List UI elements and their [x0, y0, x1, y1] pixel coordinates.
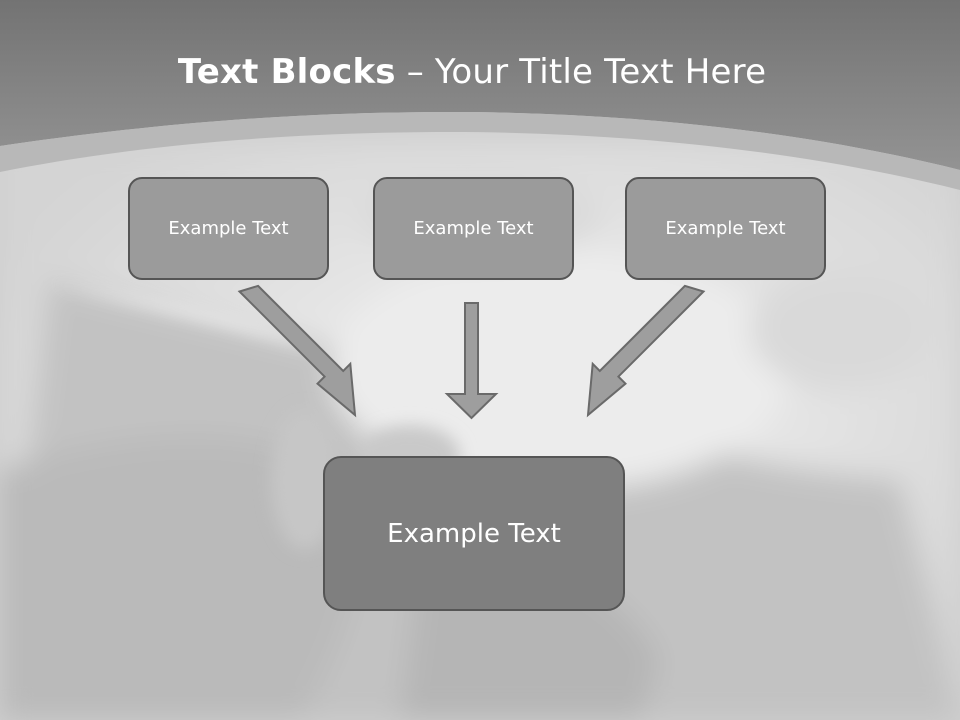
text-block-left[interactable]: Example Text: [128, 177, 329, 280]
text-block-bottom[interactable]: Example Text: [323, 456, 625, 611]
title-rest: – Your Title Text Here: [395, 52, 767, 92]
text-block-right[interactable]: Example Text: [625, 177, 826, 280]
arrow-right-to-center: [586, 284, 706, 418]
slide-title: Text Blocks – Your Title Text Here: [0, 52, 944, 92]
arrow-left-to-center: [237, 284, 357, 418]
title-bold: Text Blocks: [177, 52, 396, 92]
text-block-center[interactable]: Example Text: [373, 177, 574, 280]
arrow-center-down: [444, 302, 499, 420]
